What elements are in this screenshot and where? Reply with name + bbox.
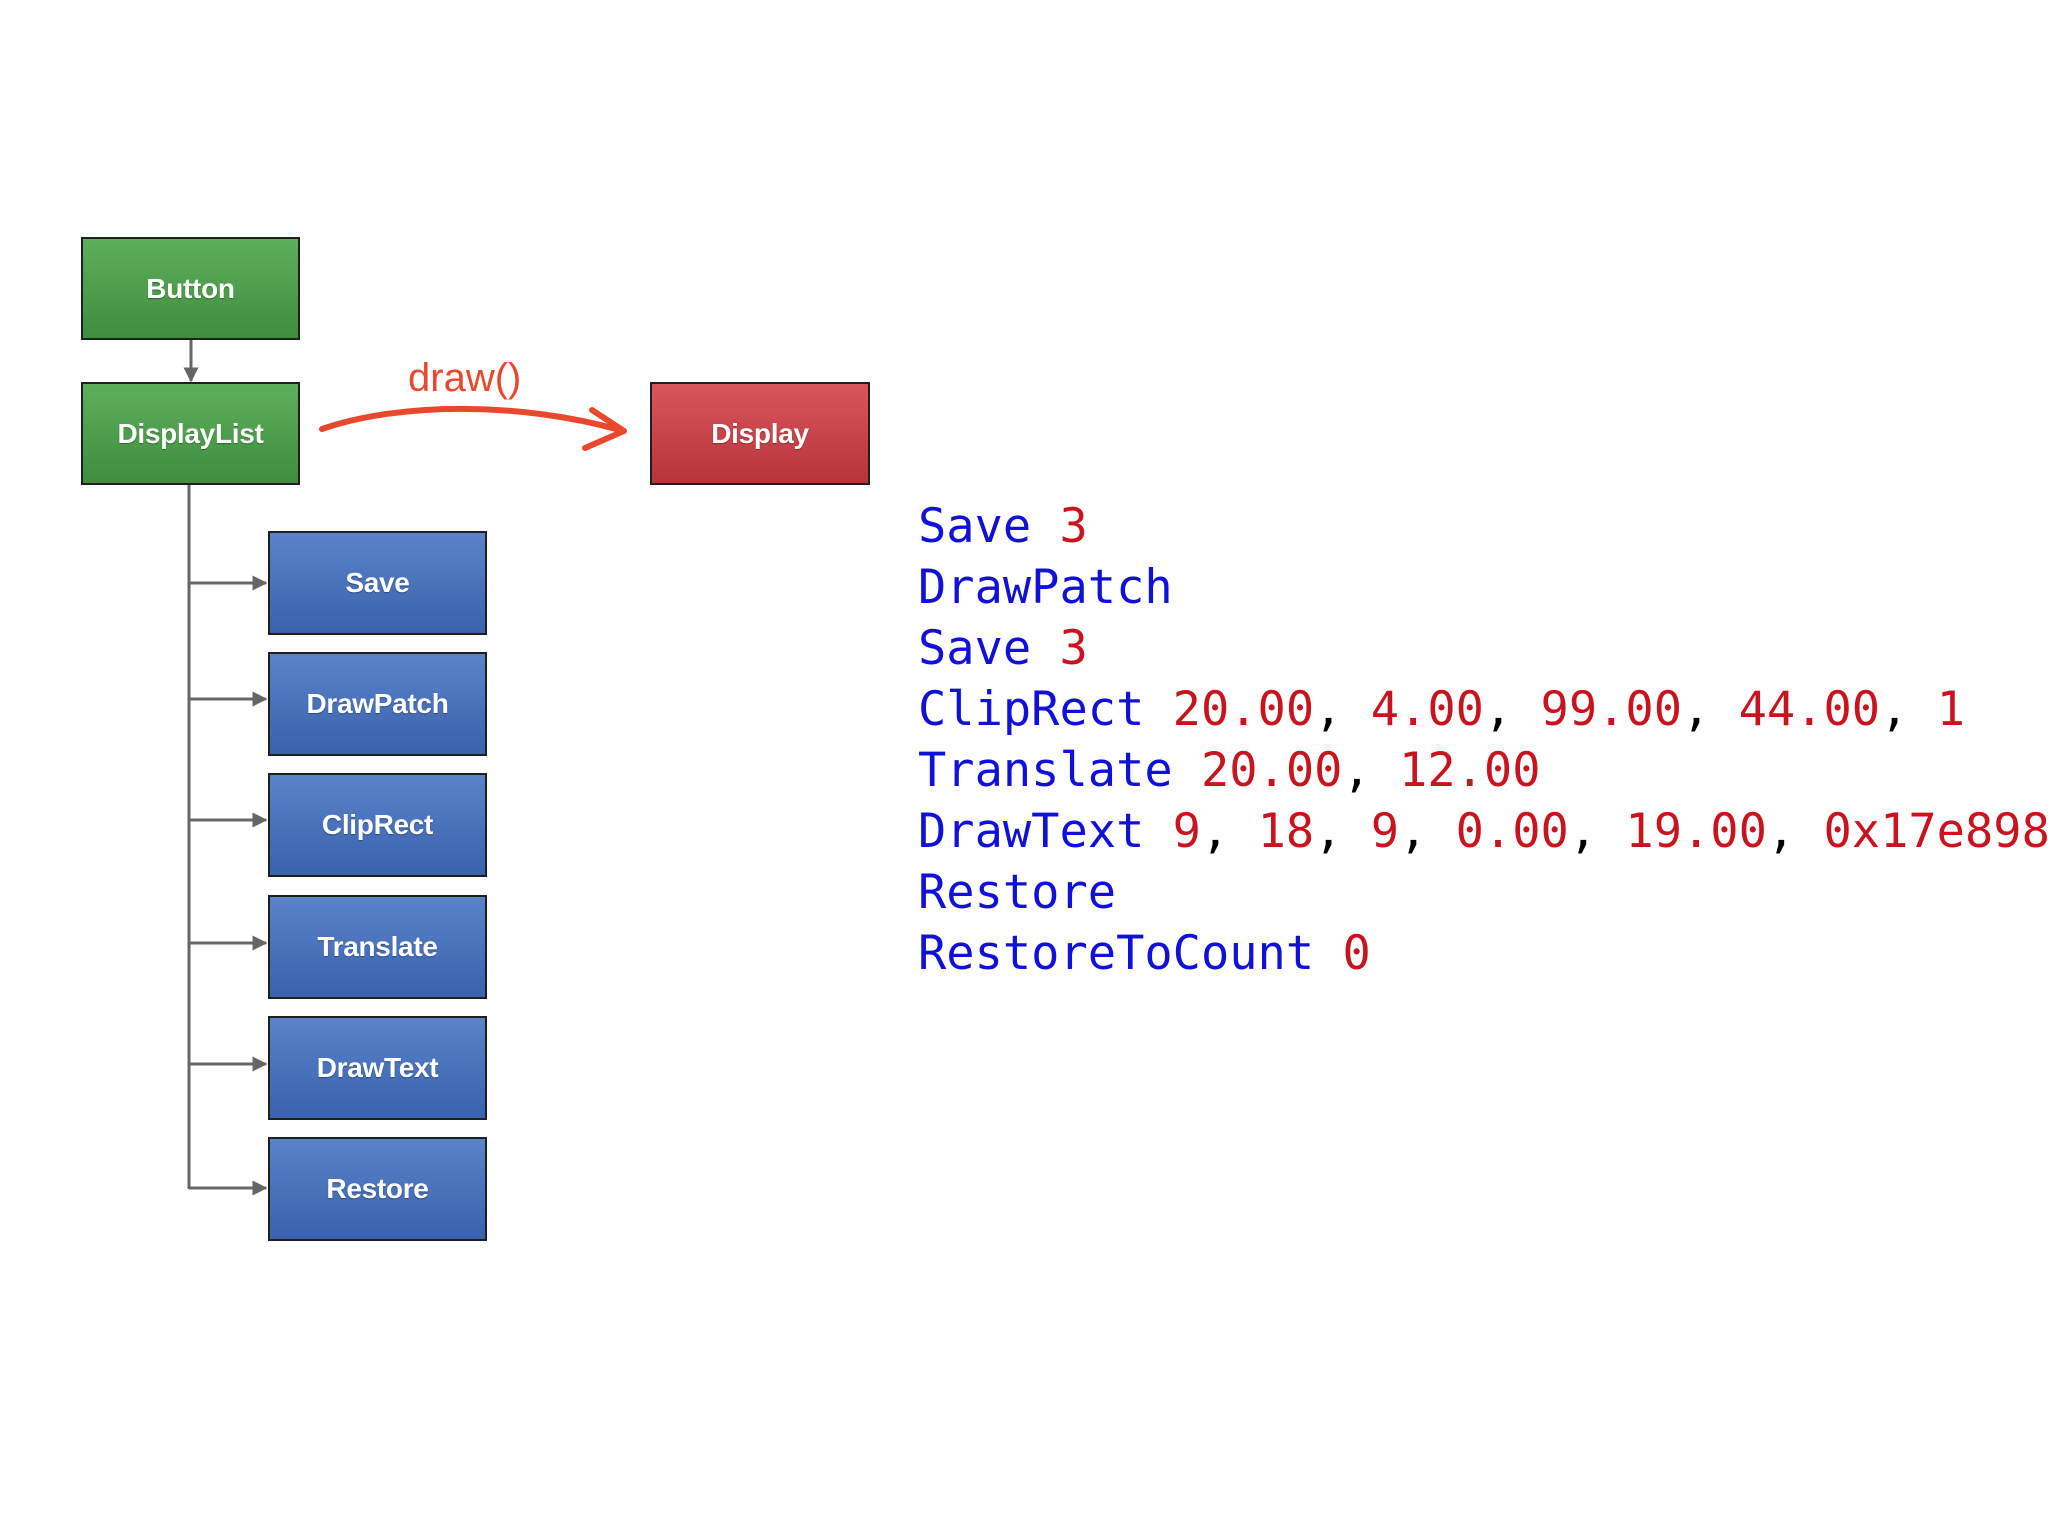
- code-line: DrawPatch: [918, 557, 2048, 618]
- code-line: DrawText 9, 18, 9, 0.00, 19.00, 0x17e898: [918, 804, 2048, 859]
- draw-call-label: draw(): [408, 356, 522, 400]
- node-display: Display: [650, 382, 870, 485]
- code-argument: 18: [1257, 804, 1315, 859]
- code-keyword: Restore: [918, 865, 1117, 920]
- code-argument: 20.00: [1172, 682, 1315, 737]
- node-drawpatch: DrawPatch: [268, 652, 487, 756]
- code-keyword: Save: [918, 621, 1032, 676]
- code-argument: 9: [1370, 804, 1400, 859]
- code-argument: 0.00: [1455, 804, 1569, 859]
- code-keyword: Save: [918, 499, 1032, 554]
- code-keyword: ClipRect: [918, 682, 1145, 737]
- code-argument: 9: [1172, 804, 1201, 859]
- node-save: Save: [268, 531, 487, 635]
- code-argument: 20.00: [1200, 743, 1343, 798]
- code-argument: 44.00: [1738, 682, 1881, 737]
- code-keyword: Translate: [918, 743, 1173, 798]
- code-argument: 3: [1059, 621, 1088, 676]
- code-argument: 1: [1936, 682, 1965, 737]
- code-keyword: DrawText: [918, 804, 1145, 859]
- code-line: ClipRect 20.00, 4.00, 99.00, 44.00, 1: [918, 682, 1965, 737]
- code-keyword: DrawPatch: [918, 560, 1173, 615]
- node-drawtext: DrawText: [268, 1016, 487, 1120]
- code-line: RestoreToCount 0: [918, 923, 2048, 984]
- code-line: Restore: [918, 862, 2048, 923]
- code-argument: 99.00: [1540, 682, 1683, 737]
- code-argument: 0x17e898: [1823, 804, 2048, 859]
- draw-call-arrowhead: [582, 407, 627, 451]
- node-button: Button: [81, 237, 300, 340]
- code-argument: 12.00: [1399, 743, 1541, 798]
- code-line: Save 3: [918, 496, 2048, 557]
- code-line: Save 3: [918, 618, 2048, 679]
- code-keyword: RestoreToCount: [918, 926, 1315, 981]
- code-argument: 3: [1059, 499, 1088, 554]
- code-line: Translate 20.00, 12.00: [918, 743, 1541, 798]
- node-displaylist: DisplayList: [81, 382, 300, 485]
- node-cliprect: ClipRect: [268, 773, 487, 877]
- node-restore: Restore: [268, 1137, 487, 1241]
- draw-call-arrow: [319, 405, 623, 433]
- code-argument: 19.00: [1625, 804, 1767, 859]
- node-translate: Translate: [268, 895, 487, 999]
- code-argument: 0: [1342, 926, 1371, 981]
- code-argument: 4.00: [1370, 682, 1484, 737]
